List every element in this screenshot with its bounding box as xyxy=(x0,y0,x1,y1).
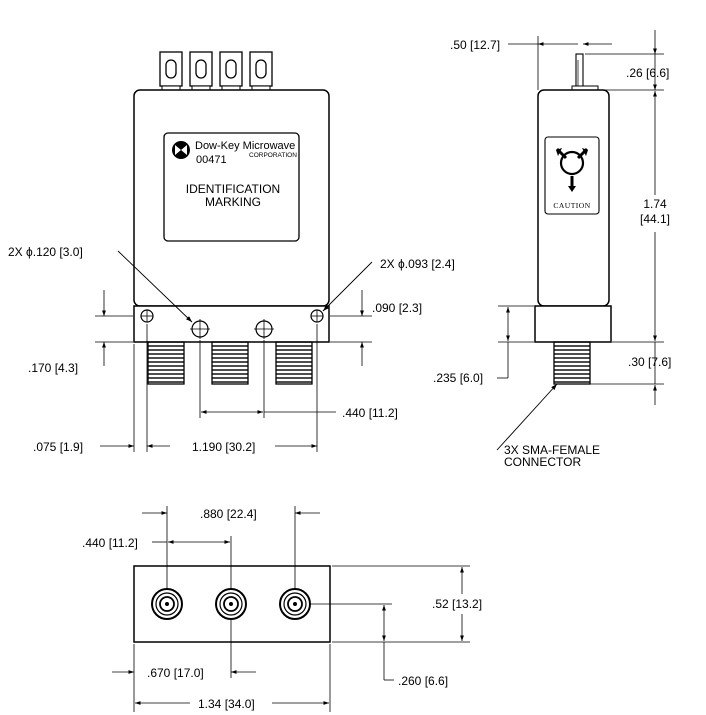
dim-50: .50 [12.7] xyxy=(450,38,500,52)
bottom-view: .880 [22.4] .440 [11.2] .52 [13.2] .260 … xyxy=(82,506,482,712)
corporation-text: CORPORATION xyxy=(249,152,297,159)
dim-235: .235 [6.0] xyxy=(433,371,483,385)
mounting-flange xyxy=(133,305,330,343)
side-sma-connector xyxy=(553,341,591,385)
id-marking-line-2: MARKING xyxy=(205,195,261,209)
dim-440-front: .440 [11.2] xyxy=(342,406,398,420)
dim-134: 1.34 [34.0] xyxy=(198,697,255,711)
side-view: CAUTION .50 [12.7] .26 [6.6] 1.74 [44.1]… xyxy=(433,30,671,469)
bottom-connector xyxy=(279,588,311,620)
identification-plate xyxy=(163,132,300,242)
dim-174-mm: [44.1] xyxy=(640,212,670,226)
solder-pins xyxy=(159,51,273,93)
mounting-hole-large xyxy=(190,319,210,339)
connector-callout-2: CONNECTOR xyxy=(504,455,581,469)
brand-name: Dow-Key Microwave xyxy=(195,140,295,152)
mounting-hole-small xyxy=(310,309,324,323)
side-flange xyxy=(534,305,612,343)
dim-260: .260 [6.6] xyxy=(398,674,448,688)
bottom-connector xyxy=(215,588,247,620)
hole-large-callout: 2X ϕ.120 [3.0] xyxy=(8,245,83,259)
dim-090: .090 [2.3] xyxy=(372,301,422,315)
bottom-connector xyxy=(151,588,183,620)
sma-connectors xyxy=(147,341,313,385)
hole-small-callout: 2X ϕ.093 [2.4] xyxy=(380,257,455,271)
dim-174-inch: 1.74 xyxy=(643,197,667,211)
caution-label xyxy=(544,136,600,215)
front-view: Dow-Key Microwave 00471 CORPORATION IDEN… xyxy=(8,51,455,454)
dim-170: .170 [4.3] xyxy=(28,361,78,375)
dim-26: .26 [6.6] xyxy=(626,66,669,80)
mounting-hole-small xyxy=(140,309,154,323)
dim-1190: 1.190 [30.2] xyxy=(192,440,255,454)
part-number: 00471 xyxy=(196,154,227,166)
id-marking-line-1: IDENTIFICATION xyxy=(186,182,280,196)
dim-30: .30 [7.6] xyxy=(628,355,671,369)
esd-caution-icon xyxy=(555,147,589,192)
dim-440-bottom: .440 [11.2] xyxy=(82,536,138,550)
dim-075: .075 [1.9] xyxy=(33,440,83,454)
dim-880: .880 [22.4] xyxy=(200,507,257,521)
dow-key-logo-icon xyxy=(172,141,190,159)
mounting-hole-large xyxy=(254,319,274,339)
dim-670: .670 [17.0] xyxy=(147,666,204,680)
connector-callout-1: 3X SMA-FEMALE xyxy=(504,443,600,457)
caution-text: CAUTION xyxy=(553,201,590,210)
dim-52: .52 [13.2] xyxy=(432,597,482,611)
